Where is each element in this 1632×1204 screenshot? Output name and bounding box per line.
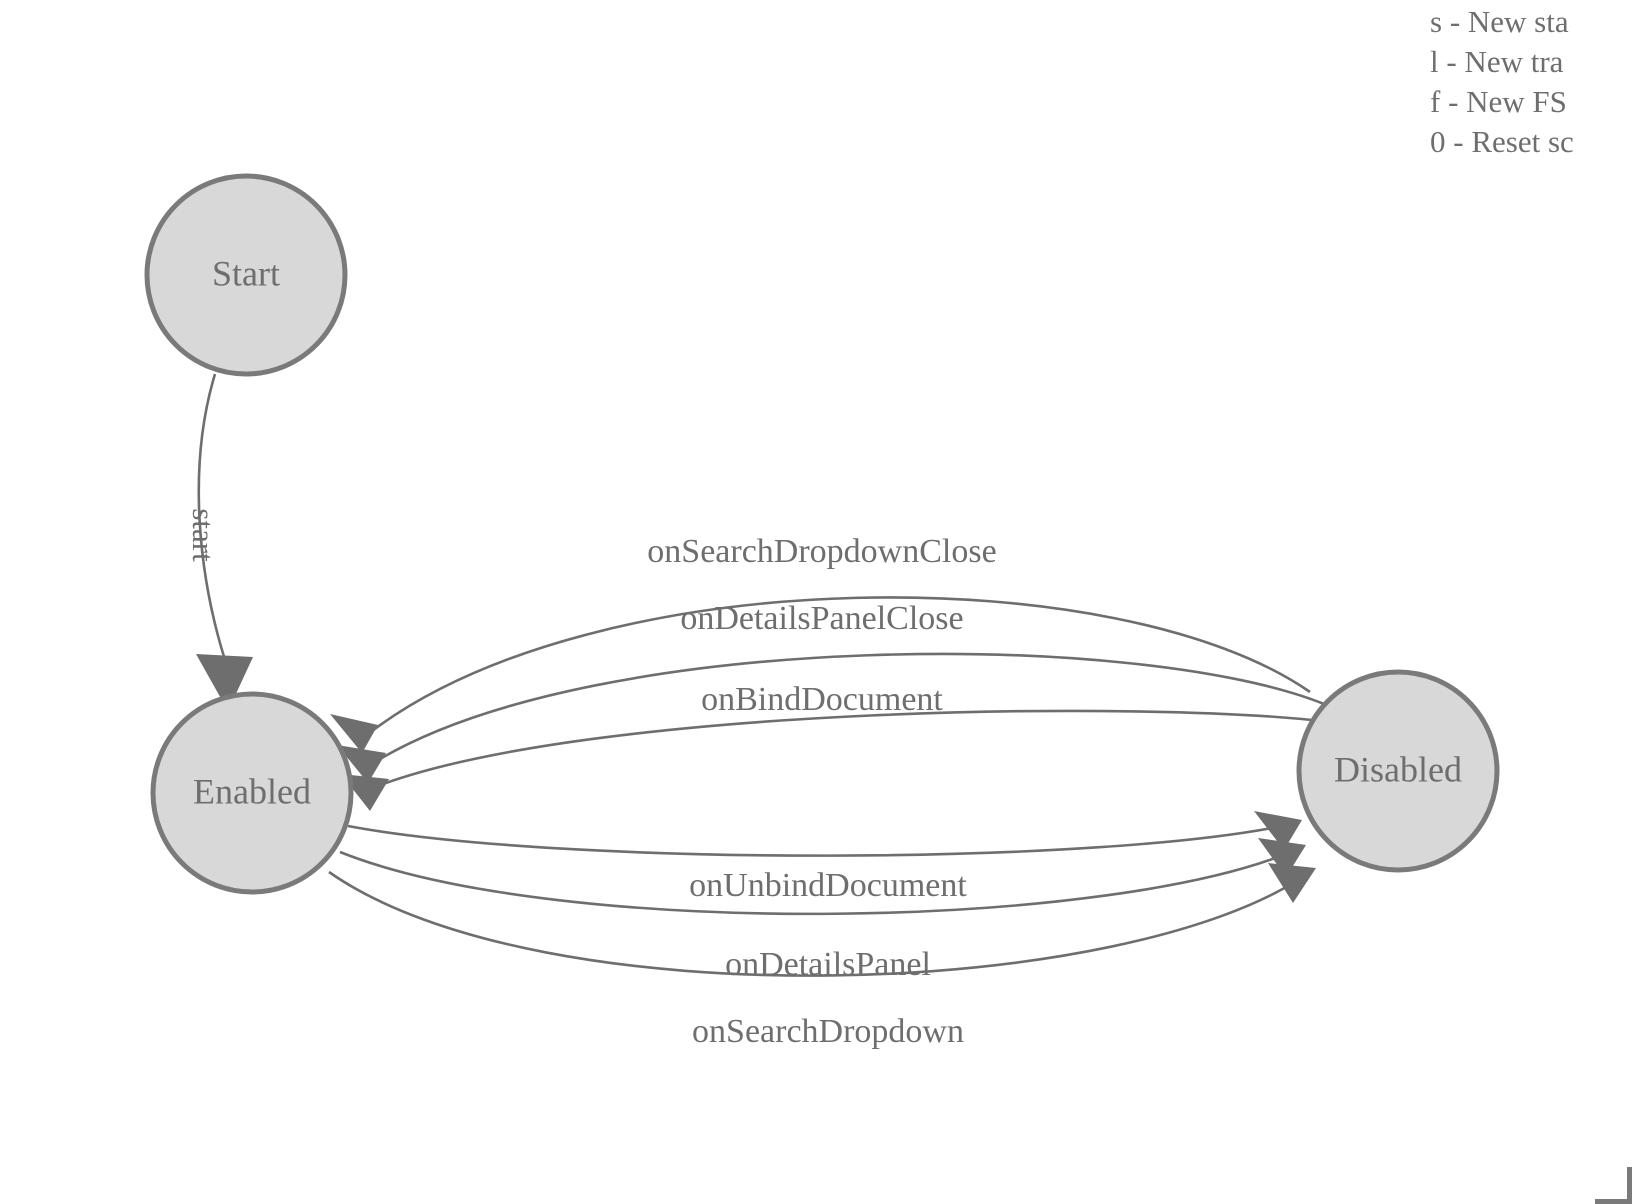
arrow-head-icon: [1258, 838, 1306, 877]
transition-start[interactable]: [196, 373, 253, 711]
resize-corner-handle[interactable]: [1595, 1167, 1632, 1204]
transition-label-onSearchDropdown: onSearchDropdown: [692, 1013, 964, 1050]
transition-onDetailsPanel[interactable]: [339, 838, 1306, 916]
transition-label-onSearchDropdownClose: onSearchDropdownClose: [647, 533, 996, 570]
transition-onDetailsPanelClose[interactable]: [337, 652, 1325, 783]
transition-label-onDetailsPanelClose: onDetailsPanelClose: [680, 600, 963, 637]
arrow-head-icon: [1268, 863, 1316, 903]
transition-label-onUnbindDocument: onUnbindDocument: [689, 867, 967, 904]
state-node-enabled[interactable]: Enabled: [150, 691, 354, 895]
legend-line-new-transition: l - New tra: [1430, 44, 1564, 79]
transition-onSearchDropdown[interactable]: [328, 863, 1316, 977]
transition-onSearchDropdownClose[interactable]: [330, 596, 1311, 753]
arrow-head-icon: [1254, 811, 1302, 850]
transition-edge-path: [347, 821, 1297, 857]
transition-edge-path: [382, 709, 1331, 786]
state-node-disabled[interactable]: Disabled: [1296, 669, 1500, 873]
state-label: Disabled: [1334, 749, 1462, 789]
transition-onUnbindDocument[interactable]: [347, 811, 1302, 857]
legend-line-reset: 0 - Reset sc: [1430, 124, 1574, 159]
transition-label-onBindDocument: onBindDocument: [701, 681, 943, 718]
shortcut-legend: s - New sta l - New tra f - New FS 0 - R…: [1430, 2, 1632, 162]
transition-edge-path: [197, 373, 227, 661]
arrow-head-icon: [330, 714, 378, 753]
state-circle: [1296, 669, 1500, 873]
transition-edge-path: [339, 846, 1301, 916]
transition-onBindDocument[interactable]: [341, 709, 1331, 811]
transition-label-start: start: [186, 508, 221, 562]
transition-edge-path: [328, 870, 1311, 977]
transition-edge-path: [379, 652, 1325, 761]
state-node-start[interactable]: Start: [144, 173, 348, 377]
state-label: Enabled: [193, 771, 311, 811]
transition-edge-path: [371, 596, 1311, 733]
state-circle: [144, 173, 348, 377]
arrow-head-icon: [196, 654, 253, 711]
legend-line-new-fsm: f - New FS: [1430, 84, 1567, 119]
legend-line-new-state: s - New sta: [1430, 4, 1569, 39]
arrow-head-icon: [337, 745, 386, 783]
state-circle: [150, 691, 354, 895]
transition-label-onDetailsPanel: onDetailsPanel: [725, 946, 931, 983]
state-label: Start: [212, 253, 280, 293]
